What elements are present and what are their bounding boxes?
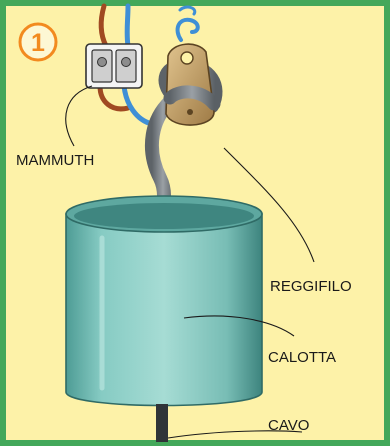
label-mammuth: MAMMUTH <box>16 152 94 169</box>
terminal-screw-left <box>98 58 107 67</box>
calotta-cup <box>66 196 262 406</box>
label-cavo: CAVO <box>268 417 309 434</box>
clip-rivet <box>187 109 193 115</box>
clip-hole <box>181 52 193 64</box>
cavo-cable-bottom <box>156 404 168 442</box>
label-calotta: CALOTTA <box>268 349 336 366</box>
wire-blue <box>127 6 128 46</box>
label-reggifilo: REGGIFILO <box>270 278 352 295</box>
cup-body <box>66 214 262 406</box>
terminal-screw-right <box>122 58 131 67</box>
step-number: 1 <box>31 29 45 57</box>
step-badge: 1 <box>20 24 56 60</box>
